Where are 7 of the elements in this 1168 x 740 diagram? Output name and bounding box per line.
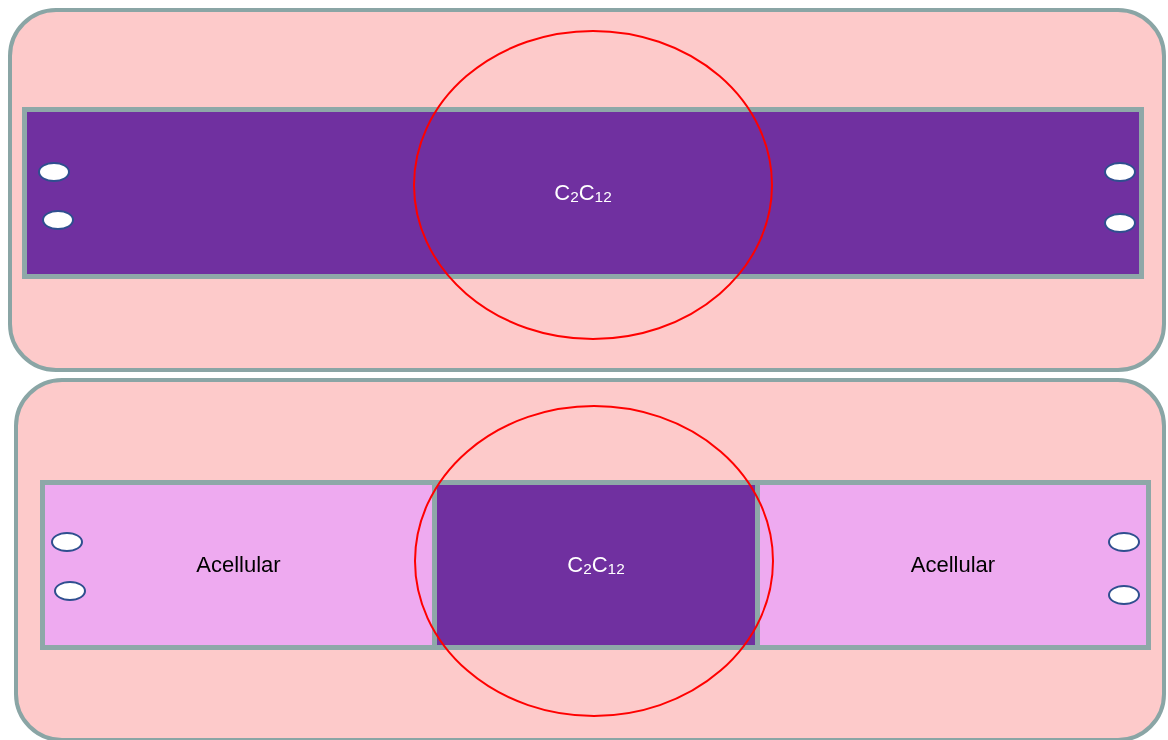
strip-label: Acellular: [196, 552, 281, 578]
culture-panel: [8, 8, 1166, 372]
strip-label: Acellular: [910, 552, 996, 578]
strip-label: C$_{2}$C$_{12}$: [567, 551, 625, 579]
culture-panel: [14, 378, 1166, 740]
strip-label: C$_{2}$C$_{12}$: [554, 179, 612, 207]
cell-region: [22, 107, 1144, 279]
